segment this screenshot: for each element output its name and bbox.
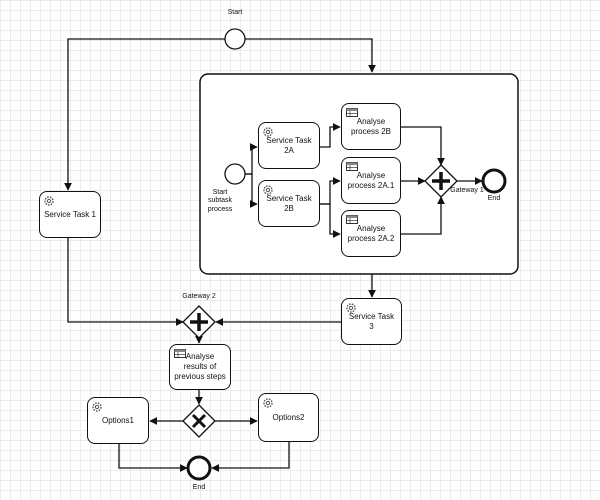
gateway-2-label: Gateway 2	[182, 293, 216, 300]
gateway-1-parallel[interactable]	[424, 164, 458, 198]
analyse-process-2a2[interactable]: Analyse process 2A.2	[341, 210, 401, 257]
table-icon	[346, 215, 358, 224]
subtask-end-event[interactable]	[481, 168, 507, 194]
table-icon	[174, 349, 186, 358]
gear-icon	[263, 398, 273, 408]
analyse-process-2a1[interactable]: Analyse process 2A.1	[341, 157, 401, 204]
gear-icon	[92, 402, 102, 412]
start-event[interactable]	[224, 28, 246, 50]
subtask-end-label: End	[487, 195, 501, 202]
gear-icon	[263, 127, 273, 137]
options2-task[interactable]: Options2	[258, 393, 319, 442]
service-task-2a[interactable]: Service Task 2A	[258, 122, 320, 169]
start-event-label: Start	[227, 9, 243, 16]
flow-service-task-1-to-gateway-2[interactable]	[67, 238, 184, 326]
options1-task[interactable]: Options1	[87, 397, 149, 444]
flow-start-to-subprocess[interactable]	[245, 38, 376, 73]
gear-icon	[263, 185, 273, 195]
gateway-2-parallel[interactable]	[182, 305, 216, 339]
table-icon	[346, 162, 358, 171]
analyse-process-2a1-label: Analyse process 2A.1	[347, 170, 395, 190]
service-task-1[interactable]: Service Task 1	[39, 191, 101, 238]
options1-label: Options1	[101, 415, 135, 425]
flow-options1-to-end[interactable]	[118, 444, 188, 472]
analyse-results-label: Analyse results of previous steps	[174, 352, 226, 381]
exclusive-gateway[interactable]	[182, 404, 216, 438]
subtask-start-event[interactable]	[224, 163, 246, 185]
analyse-process-2b-label: Analyse process 2B	[350, 116, 392, 136]
service-task-3-label: Service Task 3	[348, 311, 395, 331]
end-event[interactable]	[186, 455, 212, 481]
table-icon	[346, 108, 358, 117]
flow-start-to-service-task-1[interactable]	[64, 38, 225, 191]
gear-icon	[346, 303, 356, 313]
flow-2a-to-analyse-2b[interactable]	[320, 123, 341, 148]
flow-subtask-start-to-2b[interactable]	[245, 173, 258, 208]
plus-icon	[432, 172, 450, 190]
service-task-1-label: Service Task 1	[44, 209, 96, 219]
analyse-results-task[interactable]: Analyse results of previous steps	[169, 344, 231, 390]
subtask-start-label: Start subtask process	[207, 189, 233, 213]
service-task-2b-label: Service Task 2B	[266, 193, 312, 213]
flow-analyse-2a2-to-gateway-1[interactable]	[401, 196, 445, 235]
flow-options2-to-end[interactable]	[211, 442, 290, 472]
gear-icon	[44, 196, 54, 206]
plus-icon	[190, 313, 208, 331]
analyse-process-2a2-label: Analyse process 2A.2	[347, 223, 395, 243]
service-task-2a-label: Service Task 2A	[266, 135, 312, 155]
flow-2b-to-analyse-2a2[interactable]	[320, 203, 341, 238]
end-event-label: End	[192, 484, 206, 491]
service-task-2b[interactable]: Service Task 2B	[258, 180, 320, 227]
gateway-1-label: Gateway 1	[450, 187, 484, 194]
options2-label: Options2	[272, 412, 305, 422]
x-icon	[191, 413, 207, 429]
service-task-3[interactable]: Service Task 3	[341, 298, 402, 345]
analyse-process-2b[interactable]: Analyse process 2B	[341, 103, 401, 150]
flow-analyse-2b-to-gateway-1[interactable]	[401, 126, 445, 166]
